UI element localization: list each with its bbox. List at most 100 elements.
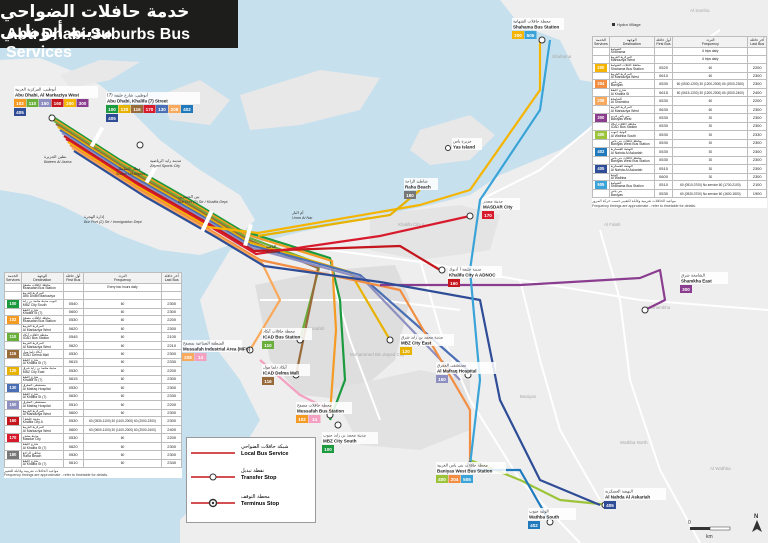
- timetable-frequency: 60 (0530-1100) 30 (1100-2000) 60 (2000-2…: [82, 416, 163, 427]
- timetable-last-bus: 2330: [747, 129, 767, 140]
- timetable-frequency: 60: [82, 315, 163, 326]
- timetable-route-cell: 300: [592, 113, 610, 124]
- timetable-route-cell: [592, 122, 610, 131]
- terminus-stop-wathba-south: [546, 518, 554, 526]
- terminus-stop-mbz-east: [386, 336, 394, 344]
- timetable-frequency: Every two hours daily: [82, 283, 163, 292]
- timetable-route-cell: [592, 138, 610, 148]
- timetable-last-bus: 2300: [747, 122, 767, 131]
- area-label-baniyas: Baniyas: [520, 394, 537, 399]
- timetable-route-cell: [592, 105, 610, 115]
- timetable-first-bus: 0620: [62, 324, 84, 334]
- timetable-frequency: 30: [672, 138, 749, 148]
- terminus-stop-shahama: [538, 36, 546, 44]
- route-badge: 110: [6, 333, 19, 341]
- route-badge: 160: [6, 417, 19, 425]
- timetable-last-bus: [161, 283, 182, 292]
- timetable-last-bus: 2300: [161, 408, 182, 418]
- timetable-first-bus: 0540: [62, 298, 84, 309]
- timetable-frequency: 60: [82, 433, 163, 444]
- timetable-route-cell: [4, 391, 22, 401]
- terminus-stop-khalifa-st: [136, 141, 144, 149]
- note-left: مواعيد الحافلات تقريبية وقابلة للتغيير F…: [4, 468, 109, 478]
- timetable-last-bus: [747, 54, 767, 64]
- timetable-route-cell: [4, 307, 22, 317]
- title-arabic: خدمة حافلات الضواحي مدينة أبوظبي: [0, 2, 190, 42]
- timetable-last-bus: 2300: [161, 442, 182, 451]
- timetable-first-bus: 0530: [653, 138, 674, 148]
- timetable-frequency: 60 (0510-0700) No service 60 (1700-2100): [672, 180, 749, 191]
- timetable-frequency: 60: [82, 349, 163, 360]
- area-label-wathba-north: Wathba North: [620, 440, 648, 445]
- timetable-last-bus: [161, 290, 182, 300]
- terminus-stop-nahda: [601, 501, 609, 509]
- terminus-stop-icad: [296, 336, 304, 344]
- timetable-frequency: 30: [672, 129, 749, 140]
- timetable-frequency: 60: [82, 399, 163, 410]
- route-badge: 180: [6, 451, 19, 459]
- timetable-route-cell: 505: [592, 180, 610, 191]
- timetable-last-bus: 2300: [161, 416, 182, 427]
- mbz-city-region: [330, 370, 470, 450]
- note-right: مواعيد الحافلات تقريبية وقابلة للتغيير ح…: [592, 199, 697, 208]
- north-label: N: [754, 514, 758, 520]
- terminus-stop-mafraq: [464, 371, 472, 379]
- scale-unit-label: km: [706, 534, 713, 540]
- timetable-last-bus: 2300: [747, 172, 767, 182]
- timetable-frequency: 60: [82, 382, 163, 393]
- route-badge: 130: [6, 384, 19, 392]
- timetable-route-cell: [592, 172, 610, 182]
- timetable-last-bus: [747, 47, 767, 56]
- stop-yas-island: [445, 145, 451, 151]
- timetable-last-bus: 2100: [161, 332, 182, 343]
- timetable-frequency: 60: [82, 365, 163, 376]
- timetable-first-bus: 0530: [62, 449, 84, 460]
- terminus-stop-masdar: [466, 212, 474, 220]
- route-line-204: [69, 144, 472, 470]
- timetable-first-bus: 0530: [653, 113, 674, 124]
- timetable-frequency: 60: [82, 408, 163, 418]
- timetable-route-cell: 116: [4, 349, 22, 360]
- timetable-route-cell: 102: [4, 315, 22, 326]
- timetable-first-bus: 0530: [653, 155, 674, 165]
- timetable-last-bus: 2300: [161, 374, 182, 384]
- timetable-first-bus: 0530: [653, 79, 674, 90]
- timetable-first-bus: 0600: [62, 425, 84, 435]
- timetable-last-bus: 2300: [161, 307, 182, 317]
- route-line-160: [63, 135, 441, 271]
- area-label-mbz-city: Mohammed Bin Zayed City: [350, 352, 405, 357]
- timetable-first-bus: 0530: [62, 365, 84, 376]
- timetable-last-bus: 2330: [161, 358, 182, 367]
- timetable-route-cell: [4, 290, 22, 300]
- timetable-first-bus: 0620: [62, 341, 84, 351]
- timetable-first-bus: 0530: [653, 122, 674, 131]
- timetable-last-bus: 2200: [747, 96, 767, 107]
- route-badge: 505: [594, 181, 607, 189]
- timetable-route-cell: 180: [4, 449, 22, 460]
- route-line-300: [380, 268, 667, 311]
- route-badge: 405: [594, 165, 607, 172]
